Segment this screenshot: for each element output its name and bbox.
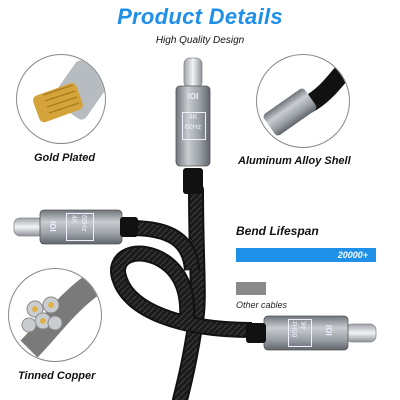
right-connector-res: 4K bbox=[301, 321, 308, 330]
page-subtitle: High Quality Design bbox=[155, 35, 245, 46]
left-usbc-plug bbox=[13, 217, 45, 237]
right-usbc-plug bbox=[345, 323, 377, 343]
bend-lifespan-bar: 20000+ bbox=[236, 248, 376, 262]
right-connector-logo: IOI bbox=[324, 325, 333, 336]
top-connector-logo: IOI bbox=[187, 92, 199, 101]
left-connector-rate: 60Hz bbox=[80, 215, 87, 232]
bend-lifespan-title: Bend Lifespan bbox=[236, 224, 319, 238]
gold-plated-label: Gold Plated bbox=[34, 152, 96, 164]
other-cables-label: Other cables bbox=[236, 300, 288, 310]
top-connector-rate: 60Hz bbox=[184, 124, 202, 131]
top-usbc-plug bbox=[183, 57, 203, 89]
aluminum-shell-detail bbox=[256, 54, 350, 148]
right-connector-rate: 60Hz bbox=[292, 321, 299, 338]
page-title: Product Details bbox=[117, 4, 283, 29]
top-connector-res: 4K bbox=[188, 114, 198, 121]
top-connector-shell bbox=[175, 85, 211, 167]
aluminum-shell-label: Aluminum Alloy Shell bbox=[238, 155, 351, 167]
tinned-copper-detail bbox=[8, 268, 102, 362]
gold-plated-detail bbox=[16, 54, 106, 144]
left-connector-res: 4K bbox=[70, 215, 77, 224]
tinned-copper-label: Tinned Copper bbox=[18, 370, 96, 382]
left-connector-logo: IOI bbox=[48, 221, 57, 232]
other-cables-bar bbox=[236, 282, 266, 295]
bend-lifespan-value: 20000+ bbox=[337, 250, 368, 260]
